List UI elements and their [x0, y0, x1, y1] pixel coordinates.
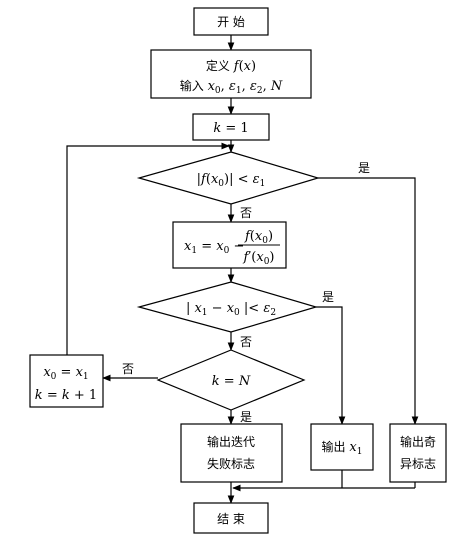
edge-label-no-f: 否	[240, 206, 252, 220]
edge-label-no-k: 否	[122, 362, 134, 376]
fail-output-node: 输出迭代 失败标志	[180, 423, 283, 483]
input-label: 输入 x0, ε1, ε2, N	[180, 78, 283, 96]
start-label: 开 始	[217, 15, 245, 29]
check-f-decision: |f(x0)| < ε1	[136, 151, 321, 205]
fraction-numerator: f(x0)	[244, 229, 273, 246]
update-node: x0 = x1 k = k + 1	[29, 354, 104, 408]
define-label: 定义 f(x)	[206, 58, 256, 74]
edge-label-yes-k: 是	[240, 410, 252, 424]
edge-label-no-conv: 否	[240, 335, 252, 349]
newton-lhs: x1 = x0 −	[184, 239, 244, 256]
edge-label-yes-f: 是	[358, 161, 370, 175]
check-k-label: k = N	[212, 374, 251, 389]
check-conv-decision: | x1 − x0 |< ε2	[136, 281, 319, 333]
output-x1-label: 输出 x1	[322, 439, 363, 457]
newton-step-node: x1 = x0 − f(x0) f′(x0)	[172, 221, 287, 269]
fraction-denominator: f′(x0)	[243, 250, 275, 267]
check-conv-label: | x1 − x0 |< ε2	[186, 301, 276, 318]
check-k-decision: k = N	[156, 349, 306, 411]
init-k-label: k = 1	[213, 121, 248, 136]
end-node: 结 束	[193, 502, 269, 534]
fail-line1: 输出迭代	[207, 434, 255, 449]
fail-line2: 失败标志	[207, 456, 255, 471]
singular-output-node: 输出奇 异标志	[389, 423, 447, 483]
update-line2: k = k + 1	[35, 388, 97, 403]
singular-line2: 异标志	[400, 457, 436, 471]
check-f-label: |f(x0)| < ε1	[197, 172, 266, 189]
edge-label-yes-conv: 是	[322, 290, 334, 304]
update-line1: x0 = x1	[43, 365, 88, 382]
define-input-node: 定义 f(x) 输入 x0, ε1, ε2, N	[150, 49, 312, 99]
start-node: 开 始	[193, 7, 269, 36]
connectors	[66, 35, 419, 504]
init-k-node: k = 1	[192, 113, 270, 141]
singular-line1: 输出奇	[400, 434, 436, 449]
output-x1-node: 输出 x1	[310, 423, 374, 471]
end-label: 结 束	[217, 512, 245, 526]
